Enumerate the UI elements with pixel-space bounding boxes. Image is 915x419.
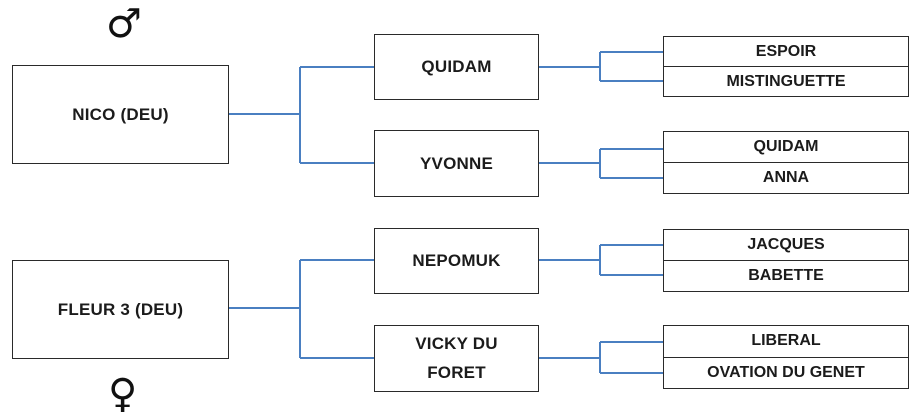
parent-nepomuk: NEPOMUK — [374, 228, 539, 294]
grandparent-liberal: LIBERAL — [751, 332, 821, 350]
connector-fleur — [229, 259, 374, 359]
male-symbol-icon: ♂ — [106, 1, 142, 47]
connector-nepomuk — [539, 244, 663, 276]
parent-yvonne: YVONNE — [374, 130, 539, 197]
parent-vicky-line1: VICKY DU — [415, 333, 498, 353]
grandparents-yvonne: QUIDAM ANNA — [663, 131, 909, 194]
horse-nico: NICO (DEU) — [12, 65, 229, 164]
grandparent-ovation-du-genet: OVATION DU GENET — [664, 356, 908, 389]
grandparents-nepomuk: JACQUES BABETTE — [663, 229, 909, 292]
grandparent-jacques: JACQUES — [747, 236, 825, 253]
parent-quidam: QUIDAM — [374, 34, 539, 100]
grandparent-mistinguette: MISTINGUETTE — [664, 66, 908, 96]
connector-quidam — [539, 51, 663, 82]
grandparents-vicky: LIBERAL OVATION DU GENET — [663, 325, 909, 389]
grandparent-babette: BABETTE — [664, 260, 908, 291]
connector-yvonne — [539, 148, 663, 179]
grandparent-anna: ANNA — [664, 162, 908, 193]
parent-vicky-line2: FORET — [427, 362, 486, 382]
parent-vicky-du-foret: VICKY DU FORET — [374, 325, 539, 392]
grandparent-espoir: ESPOIR — [755, 42, 817, 60]
grandparent-quidam: QUIDAM — [753, 138, 819, 155]
connector-nico — [229, 66, 374, 164]
female-symbol-icon: ♀ — [108, 371, 138, 417]
horse-fleur-3: FLEUR 3 (DEU) — [12, 260, 229, 359]
grandparents-quidam: ESPOIR MISTINGUETTE — [663, 36, 909, 97]
connector-vicky — [539, 341, 663, 374]
